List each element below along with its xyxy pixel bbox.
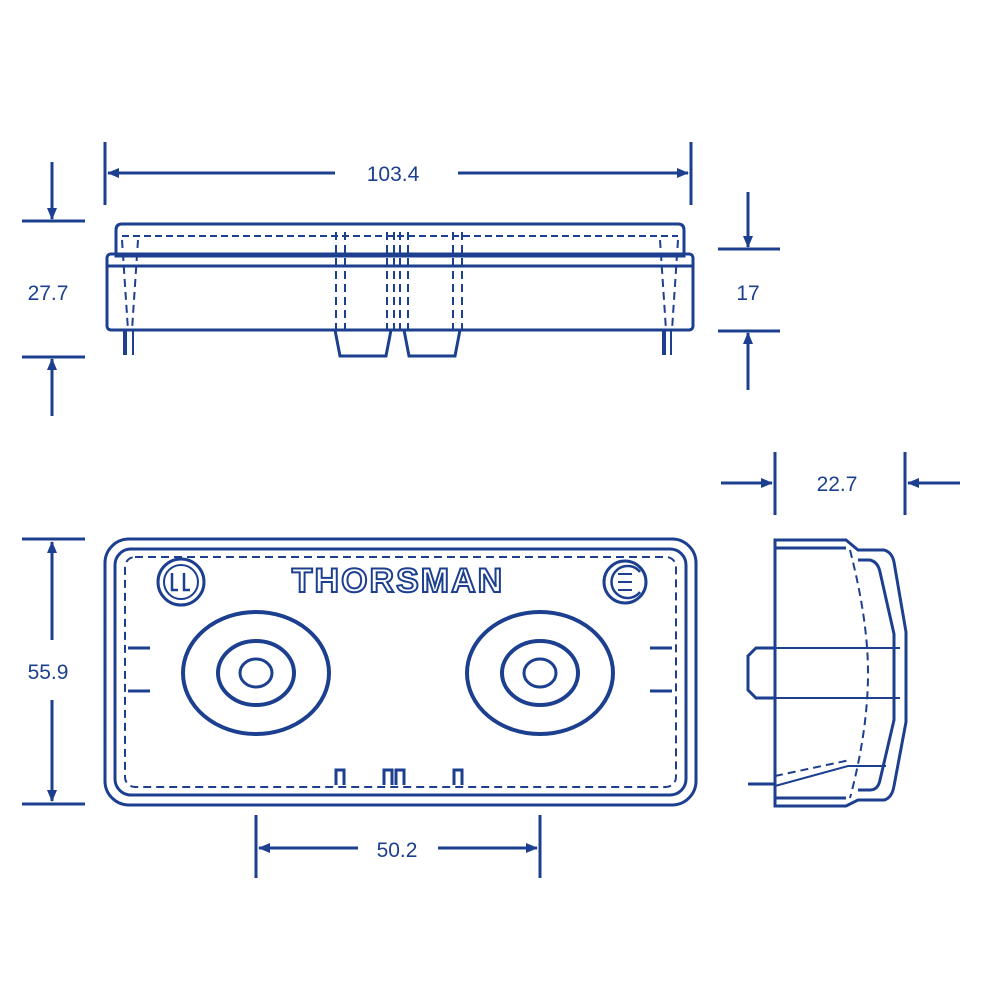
- dimension-overall-height: [22, 162, 85, 416]
- dimension-body-height: [718, 192, 780, 390]
- csa-mark: [602, 559, 648, 605]
- dimension-hole-spacing: [254, 815, 542, 878]
- dimension-label-width: 55.9: [28, 661, 69, 684]
- dimension-label-hole-spacing: 50.2: [377, 839, 418, 862]
- dimension-overall-length: [103, 142, 693, 205]
- dimension-label-overall-height: 27.7: [28, 282, 69, 305]
- ul-mark: [156, 557, 206, 607]
- front-elevation-view: [105, 222, 695, 358]
- brand-logo-text: THORSMAN: [292, 562, 504, 600]
- dimension-depth: [721, 452, 960, 515]
- plan-view: [103, 537, 698, 807]
- dimension-width: [22, 537, 85, 806]
- dimension-label-overall-length: 103.4: [367, 163, 420, 186]
- dimension-label-body-height: 17: [736, 282, 759, 305]
- side-view: [746, 538, 908, 808]
- knockout-right: [465, 610, 615, 736]
- dimension-label-depth: 22.7: [817, 473, 858, 496]
- knockout-left: [181, 610, 331, 736]
